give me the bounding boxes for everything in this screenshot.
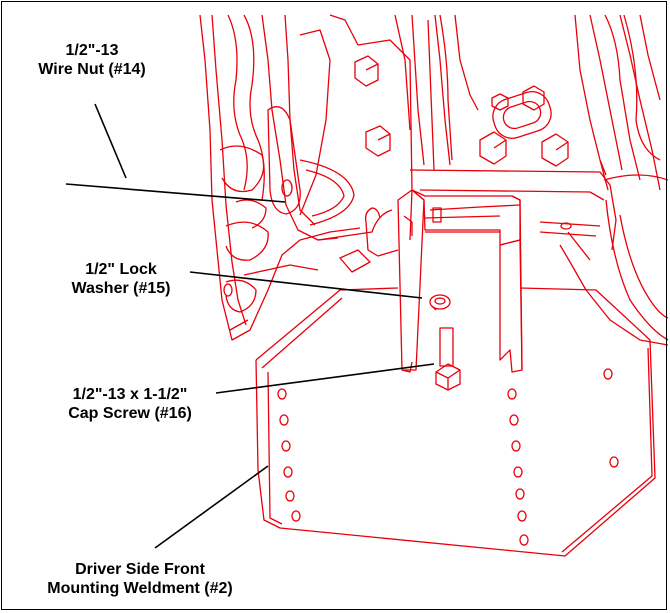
callout-cap-screw: 1/2"-13 x 1-1/2" Cap Screw (#16) (50, 385, 210, 423)
callout-cap-screw-line1: 1/2"-13 x 1-1/2" (72, 386, 188, 403)
lock-washer-leader (189, 271, 423, 299)
cap-screw (435, 327, 461, 391)
callout-lock-washer: 1/2" Lock Washer (#15) (56, 260, 186, 298)
callout-weldment-line1: Driver Side Front (75, 561, 205, 578)
leader-lines (65, 103, 435, 549)
wire-nut-pointer (65, 183, 286, 203)
callout-weldment: Driver Side Front Mounting Weldment (#2) (20, 560, 260, 598)
gussets (364, 189, 523, 373)
left-bracket-arm (199, 14, 393, 341)
upper-right-tubes (409, 14, 669, 346)
mounting-plate (255, 287, 656, 557)
lock-washer (429, 294, 451, 311)
callout-wire-nut-line1: 1/2"-13 (65, 42, 119, 59)
callout-cap-screw-line2: Cap Screw (#16) (68, 405, 192, 422)
wire-nut-leader (94, 103, 127, 179)
callout-lock-washer-line1: 1/2" Lock (85, 261, 157, 278)
weldment-leader (154, 465, 269, 549)
callout-wire-nut-line2: Wire Nut (#14) (38, 61, 146, 78)
assembly-drawing (199, 14, 669, 557)
callout-wire-nut: 1/2"-13 Wire Nut (#14) (22, 41, 162, 79)
callout-weldment-line2: Mounting Weldment (#2) (47, 580, 233, 597)
cap-screw-leader (215, 363, 435, 394)
callout-lock-washer-line2: Washer (#15) (71, 280, 171, 297)
